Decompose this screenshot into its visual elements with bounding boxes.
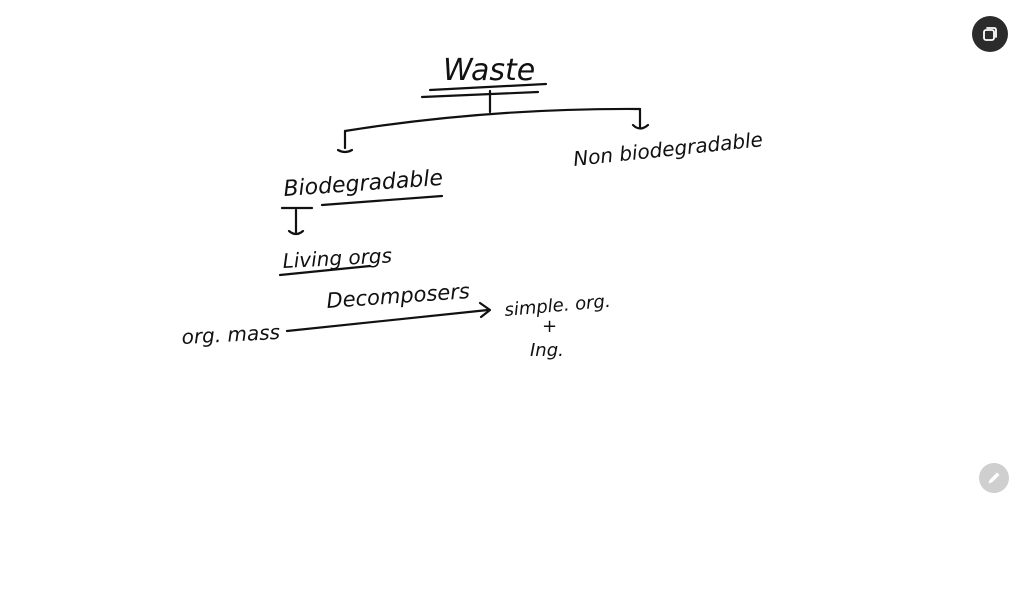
underline-waste-2 — [420, 90, 540, 99]
connector-branch — [343, 107, 642, 133]
arrowhead-right — [631, 123, 650, 130]
exit-fullscreen-icon — [983, 27, 997, 41]
label-plus: + — [542, 316, 557, 337]
process-arrowhead — [478, 301, 492, 319]
label-simple-org: simple. org. — [504, 291, 612, 321]
arrowhead-left — [336, 148, 354, 154]
label-org-mass: org. mass — [181, 320, 281, 349]
arrowhead-bio — [287, 229, 305, 236]
pencil-icon — [988, 472, 1000, 484]
node-living-orgs: Living orgs — [282, 243, 393, 273]
label-decomposers: Decomposers — [326, 279, 471, 313]
node-non-biodegradable: Non biodegradable — [572, 127, 764, 171]
underline-biodegradable — [320, 194, 444, 207]
underline-living-orgs — [278, 264, 372, 277]
node-biodegradable: Biodegradable — [283, 166, 444, 202]
node-waste: Waste — [443, 53, 535, 88]
process-arrow — [285, 308, 490, 333]
exit-fullscreen-button[interactable] — [972, 16, 1008, 52]
underline-waste — [428, 82, 548, 92]
label-ing: Ing. — [530, 340, 564, 361]
edit-button[interactable] — [979, 463, 1009, 493]
